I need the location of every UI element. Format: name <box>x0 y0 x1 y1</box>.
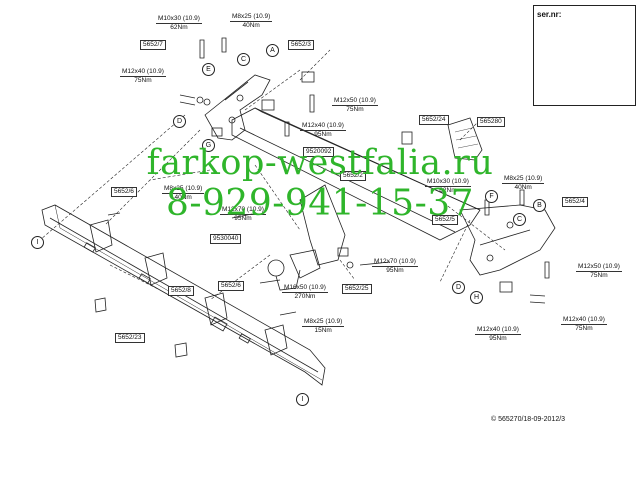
torque-label-m8x25-right: M8x25 (10.9) 40Nm <box>502 175 545 191</box>
torque-label-m8x25-top: M8x25 (10.9) 40Nm <box>230 13 273 29</box>
part-label-5652-4: 5652/4 <box>562 197 588 207</box>
torque-spec: M10x30 (10.9) <box>425 178 471 187</box>
part-label-5652-2: 5652/2 <box>340 171 366 181</box>
right-side-bracket <box>459 204 556 276</box>
part-label-5652-6-right: 5652/6 <box>218 281 244 291</box>
torque-spec: M12x40 (10.9) <box>300 122 346 131</box>
socket-plate <box>447 117 483 161</box>
watermark-phone: 8-929-941-15-37 <box>165 183 475 224</box>
serial-number-title: ser.nr: <box>537 10 562 19</box>
watermark-site: farkop-westfalia.ru <box>146 143 494 183</box>
marker-c-left: C <box>237 53 250 66</box>
torque-label-m12x40-bottom: M12x40 (10.9) 95Nm <box>475 326 521 342</box>
torque-spec: M8x25 (10.9) <box>502 175 545 184</box>
torque-value: 270Nm <box>294 292 316 300</box>
part-label-5652-6-left: 5652/6 <box>111 187 137 197</box>
torque-spec: M8x25 (10.9) <box>302 318 345 327</box>
torque-spec: M10x30 (10.9) <box>156 15 202 24</box>
copyright-text: © 565270/18-09-2012/3 <box>491 416 566 423</box>
torque-value: 95Nm <box>489 334 507 342</box>
torque-label-m8x25-left: M8x25 (10.9) 40Nm <box>162 185 205 201</box>
torque-value: 40Nm <box>514 183 532 191</box>
torque-value: 15Nm <box>314 326 332 334</box>
part-label-5652-23: 5652/23 <box>115 333 145 343</box>
torque-spec: M12x70 (10.9) <box>372 258 418 267</box>
torque-label-m10x30-right: M10x30 (10.9) 62Nm <box>425 178 471 194</box>
marker-g: G <box>202 139 215 152</box>
marker-c-right: C <box>513 213 526 226</box>
marker-a: A <box>266 44 279 57</box>
left-side-bracket <box>204 74 271 141</box>
part-label-9520092: 9520092 <box>303 147 335 157</box>
torque-label-m16x50: M16x50 (10.9) 270Nm <box>282 284 328 300</box>
torque-label-m8x25-bottom: M8x25 (10.9) 15Nm <box>302 318 345 334</box>
torque-value: 75Nm <box>346 105 364 113</box>
torque-spec: M16x50 (10.9) <box>282 284 328 293</box>
warning-triangle-icon <box>600 10 601 11</box>
part-label-5652-7: 5652/7 <box>140 40 166 50</box>
part-label-565280: 565280 <box>477 117 505 127</box>
bolts-and-washers <box>107 37 550 316</box>
torque-value: 75Nm <box>590 271 608 279</box>
part-label-9530040: 9530040 <box>210 234 242 244</box>
marker-i-left: I <box>31 236 44 249</box>
torque-spec: M12x50 (10.9) <box>576 263 622 272</box>
torque-value: 95Nm <box>234 214 252 222</box>
torque-label-m12x40-right: M12x40 (10.9) 75Nm <box>561 316 607 332</box>
torque-value: 75Nm <box>134 76 152 84</box>
torque-value: 95Nm <box>314 130 332 138</box>
torque-value: 95Nm <box>386 266 404 274</box>
torque-label-m10x30-top: M10x30 (10.9) 62Nm <box>156 15 202 31</box>
torque-spec: M12x40 (10.9) <box>475 326 521 335</box>
torque-spec: M12x40 (10.9) <box>561 316 607 325</box>
torque-value: 62Nm <box>439 186 457 194</box>
marker-i-bottom: I <box>296 393 309 406</box>
marker-d-right: D <box>452 281 465 294</box>
part-label-5652-25: 5652/25 <box>342 284 372 294</box>
marker-d-left: D <box>173 115 186 128</box>
torque-value: 62Nm <box>170 23 188 31</box>
torque-value: 40Nm <box>242 21 260 29</box>
marker-h: H <box>470 291 483 304</box>
torque-label-m12x40-left: M12x40 (10.9) 75Nm <box>120 68 166 84</box>
torque-label-m12x70-left: M12x70 (10.9) 95Nm <box>220 206 266 222</box>
torque-spec: M8x25 (10.9) <box>230 13 273 22</box>
torque-label-m12x70-center: M12x70 (10.9) 95Nm <box>372 258 418 274</box>
marker-f: F <box>485 190 498 203</box>
assembly-guide-lines <box>39 49 506 301</box>
marker-b: B <box>533 199 546 212</box>
torque-value: 75Nm <box>575 324 593 332</box>
part-label-5652-8: 5652/8 <box>168 286 194 296</box>
serial-number-box <box>533 5 636 106</box>
torque-label-m12x40-center: M12x40 (10.9) 95Nm <box>300 122 346 138</box>
torque-spec: M12x40 (10.9) <box>120 68 166 77</box>
part-label-5652-24: 5652/24 <box>419 115 449 125</box>
torque-label-m12x50-right: M12x50 (10.9) 75Nm <box>576 263 622 279</box>
part-label-5652-5: 5652/5 <box>432 215 458 225</box>
tow-ball-assembly <box>267 184 346 291</box>
part-label-5652-3: 5652/3 <box>288 40 314 50</box>
torque-label-m12x50-center: M12x50 (10.9) 75Nm <box>332 97 378 113</box>
torque-value: 40Nm <box>174 193 192 201</box>
marker-e: E <box>202 63 215 76</box>
torque-spec: M8x25 (10.9) <box>162 185 205 194</box>
torque-spec: M12x70 (10.9) <box>220 206 266 215</box>
torque-spec: M12x50 (10.9) <box>332 97 378 106</box>
bumper-brackets <box>89 219 288 358</box>
